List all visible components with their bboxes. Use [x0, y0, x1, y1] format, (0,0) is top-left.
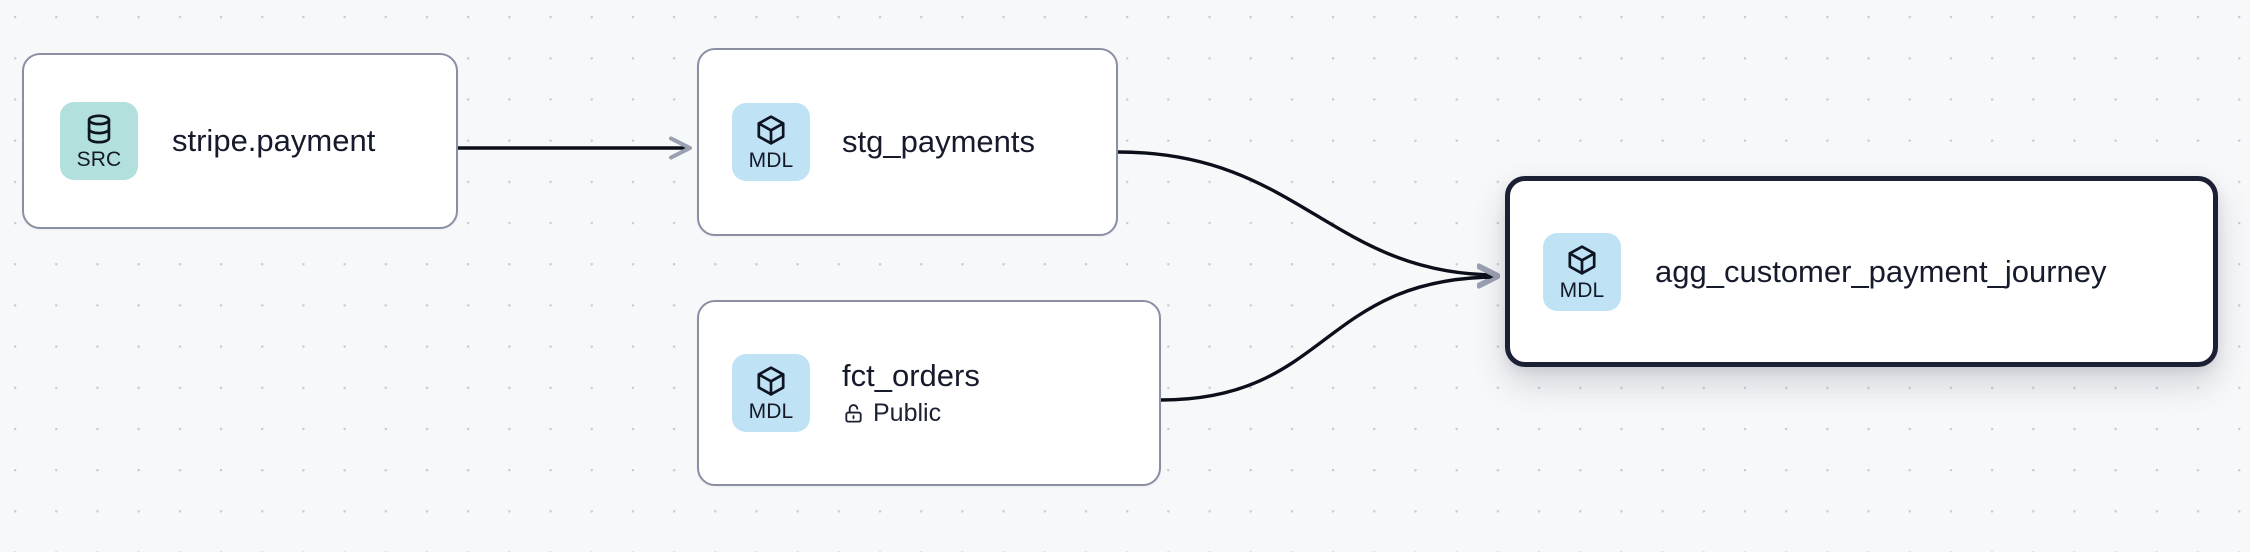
badge-label: MDL [748, 400, 794, 423]
node-title: stg_payments [842, 124, 1035, 160]
database-icon [87, 114, 111, 144]
node-type-badge-mdl: MDL [1543, 232, 1621, 311]
edge-stg-payments-to-agg-customer-payment-journey [1117, 150, 1501, 287]
node-title: fct_orders [842, 358, 980, 394]
node-content: agg_customer_payment_journey [1655, 253, 2107, 289]
node-title: agg_customer_payment_journey [1655, 253, 2107, 289]
edge-fct-orders-to-agg-customer-payment-journey [1160, 265, 1501, 402]
node-type-badge-src: SRC [60, 102, 138, 180]
cube-icon [757, 115, 785, 145]
cube-icon [757, 366, 785, 396]
node-content: stripe.payment [172, 123, 376, 159]
node-content: stg_payments [842, 124, 1035, 160]
badge-label: MDL [748, 149, 794, 172]
node-type-badge-mdl: MDL [732, 354, 810, 432]
node-title: stripe.payment [172, 123, 376, 159]
node-type-badge-mdl: MDL [732, 103, 810, 181]
node-content: fct_orders Public [842, 359, 980, 426]
cube-icon [1568, 244, 1596, 275]
node-visibility: Public [842, 398, 980, 427]
badge-label: MDL [1559, 278, 1605, 302]
lineage-node-agg-customer-payment-journey[interactable]: MDL agg_customer_payment_journey [1505, 176, 2218, 367]
lineage-node-stg-payments[interactable]: MDL stg_payments [697, 48, 1118, 236]
node-visibility-label: Public [873, 398, 942, 427]
badge-label: SRC [76, 148, 122, 171]
lineage-node-stripe-payment[interactable]: SRC stripe.payment [22, 53, 458, 229]
unlock-icon [845, 403, 862, 423]
lineage-node-fct-orders[interactable]: MDL fct_orders Public [697, 300, 1161, 486]
